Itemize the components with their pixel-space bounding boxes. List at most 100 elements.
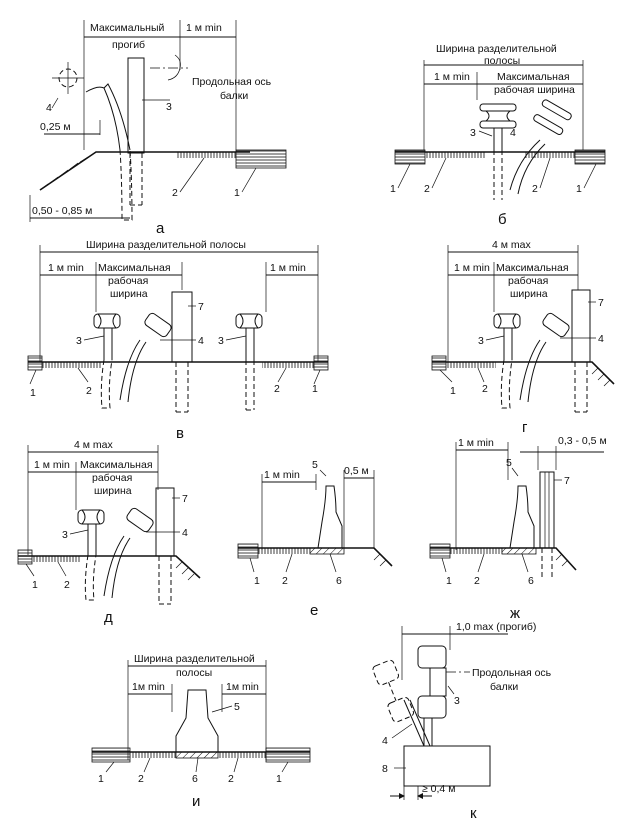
v-num-2-right: 2 — [274, 383, 280, 395]
d-num-1: 1 — [32, 579, 38, 591]
panel-g: 4 м max 1 м min Максимальная рабочая шир… — [431, 239, 615, 436]
b-work-label-1: Максимальная — [497, 71, 570, 83]
d-num-7: 7 — [182, 493, 188, 505]
v-num-1-left: 1 — [30, 387, 36, 399]
k-caption: к — [470, 805, 477, 822]
a-dim-025: 0,25 м — [40, 121, 71, 133]
panel-a: Максимальный прогиб 1 м min Продольная о… — [29, 20, 287, 237]
d-work-label-3: ширина — [94, 485, 132, 497]
b-1m-label: 1 м min — [434, 71, 470, 83]
b-num-1-left: 1 — [390, 183, 396, 195]
e-num-2: 2 — [282, 575, 288, 587]
g-work-label-1: Максимальная — [496, 262, 569, 274]
g-4m-label: 4 м max — [492, 239, 531, 251]
k-num-3: 3 — [454, 695, 460, 707]
g-num-2: 2 — [482, 383, 488, 395]
i-num-1-right: 1 — [276, 773, 282, 785]
a-num-4: 4 — [46, 102, 52, 114]
b-work-label-2: рабочая ширина — [494, 84, 575, 96]
zh-num-1: 1 — [446, 575, 452, 587]
e-num-6: 6 — [336, 575, 342, 587]
k-num-4: 4 — [382, 735, 388, 747]
e-num-5: 5 — [312, 459, 318, 471]
i-num-2-right: 2 — [228, 773, 234, 785]
a-axis-label-1: Продольная ось — [192, 76, 272, 88]
panel-v: Ширина разделительной полосы 1 м min Мак… — [27, 239, 329, 442]
g-work-label-2: рабочая — [508, 275, 548, 287]
g-num-7: 7 — [598, 297, 604, 309]
a-max-deflection-label-1: Максимальный — [90, 22, 165, 34]
d-work-label-1: Максимальная — [80, 459, 153, 471]
v-num-4: 4 — [198, 335, 204, 347]
b-num-2-right: 2 — [532, 183, 538, 195]
v-num-7: 7 — [198, 301, 204, 313]
g-caption: г — [522, 419, 528, 436]
v-num-3-left: 3 — [76, 335, 82, 347]
b-caption: б — [498, 211, 507, 228]
a-max-deflection-label-2: прогиб — [112, 39, 145, 51]
v-num-2-left: 2 — [86, 385, 92, 397]
a-num-3: 3 — [166, 101, 172, 113]
a-num-1: 1 — [234, 187, 240, 199]
v-work-label-1: Максимальная — [98, 262, 171, 274]
k-top-dim-label: 1,0 max (прогиб) — [456, 621, 536, 633]
a-1m-label: 1 м min — [186, 22, 222, 34]
d-4m-label: 4 м max — [74, 439, 113, 451]
i-caption: и — [192, 793, 200, 810]
e-1m-label: 1 м min — [264, 469, 300, 481]
i-num-1-left: 1 — [98, 773, 104, 785]
d-num-4: 4 — [182, 527, 188, 539]
i-1m-label-right: 1м min — [226, 681, 259, 693]
b-num-1-right: 1 — [576, 183, 582, 195]
zh-num-5: 5 — [506, 457, 512, 469]
zh-num-7: 7 — [564, 475, 570, 487]
i-width-label-1: Ширина разделительной — [134, 653, 255, 665]
zh-1m-label: 1 м min — [458, 437, 494, 449]
g-num-3: 3 — [478, 335, 484, 347]
e-caption: е — [310, 602, 318, 619]
e-05-label: 0,5 м — [344, 465, 369, 477]
k-axis-label-2: балки — [490, 681, 518, 693]
a-dim-050-085: 0,50 - 0,85 м — [32, 205, 92, 217]
zh-num-6: 6 — [528, 575, 534, 587]
k-num-8: 8 — [382, 763, 388, 775]
b-num-2-left: 2 — [424, 183, 430, 195]
k-bottom-dim-label: ≥ 0,4 м — [422, 783, 455, 795]
b-width-label-1: Ширина разделительной — [436, 43, 557, 55]
d-num-2: 2 — [64, 579, 70, 591]
a-caption: а — [156, 220, 165, 237]
d-num-3: 3 — [62, 529, 68, 541]
zh-num-2: 2 — [474, 575, 480, 587]
v-caption: в — [176, 425, 184, 442]
panel-d: 4 м max 1 м min Максимальная рабочая шир… — [17, 439, 201, 626]
i-1m-label-left: 1м min — [132, 681, 165, 693]
b-num-3: 3 — [470, 127, 476, 139]
v-num-3-right: 3 — [218, 335, 224, 347]
g-num-4: 4 — [598, 333, 604, 345]
d-1m-label: 1 м min — [34, 459, 70, 471]
panel-i: Ширина разделительной полосы 1м min 1м m… — [91, 653, 311, 810]
v-1m-label-left: 1 м min — [48, 262, 84, 274]
a-num-2: 2 — [172, 187, 178, 199]
i-num-5: 5 — [234, 701, 240, 713]
panel-k: 1,0 max (прогиб) Продольная ось балки 3 … — [372, 621, 552, 822]
i-width-label-2: полосы — [176, 667, 212, 679]
i-num-6: 6 — [192, 773, 198, 785]
zh-caption: ж — [510, 605, 520, 622]
e-num-1: 1 — [254, 575, 260, 587]
a-axis-label-2: балки — [220, 90, 248, 102]
v-num-1-right: 1 — [312, 383, 318, 395]
v-1m-label-right: 1 м min — [270, 262, 306, 274]
v-work-label-3: ширина — [110, 288, 148, 300]
b-width-label-2: полосы — [484, 55, 520, 67]
d-caption: д — [104, 609, 113, 626]
i-num-2-left: 2 — [138, 773, 144, 785]
d-work-label-2: рабочая — [92, 472, 132, 484]
v-work-label-2: рабочая — [108, 275, 148, 287]
b-num-4: 4 — [510, 127, 516, 139]
g-work-label-3: ширина — [510, 288, 548, 300]
g-1m-label: 1 м min — [454, 262, 490, 274]
k-axis-label-1: Продольная ось — [472, 667, 552, 679]
